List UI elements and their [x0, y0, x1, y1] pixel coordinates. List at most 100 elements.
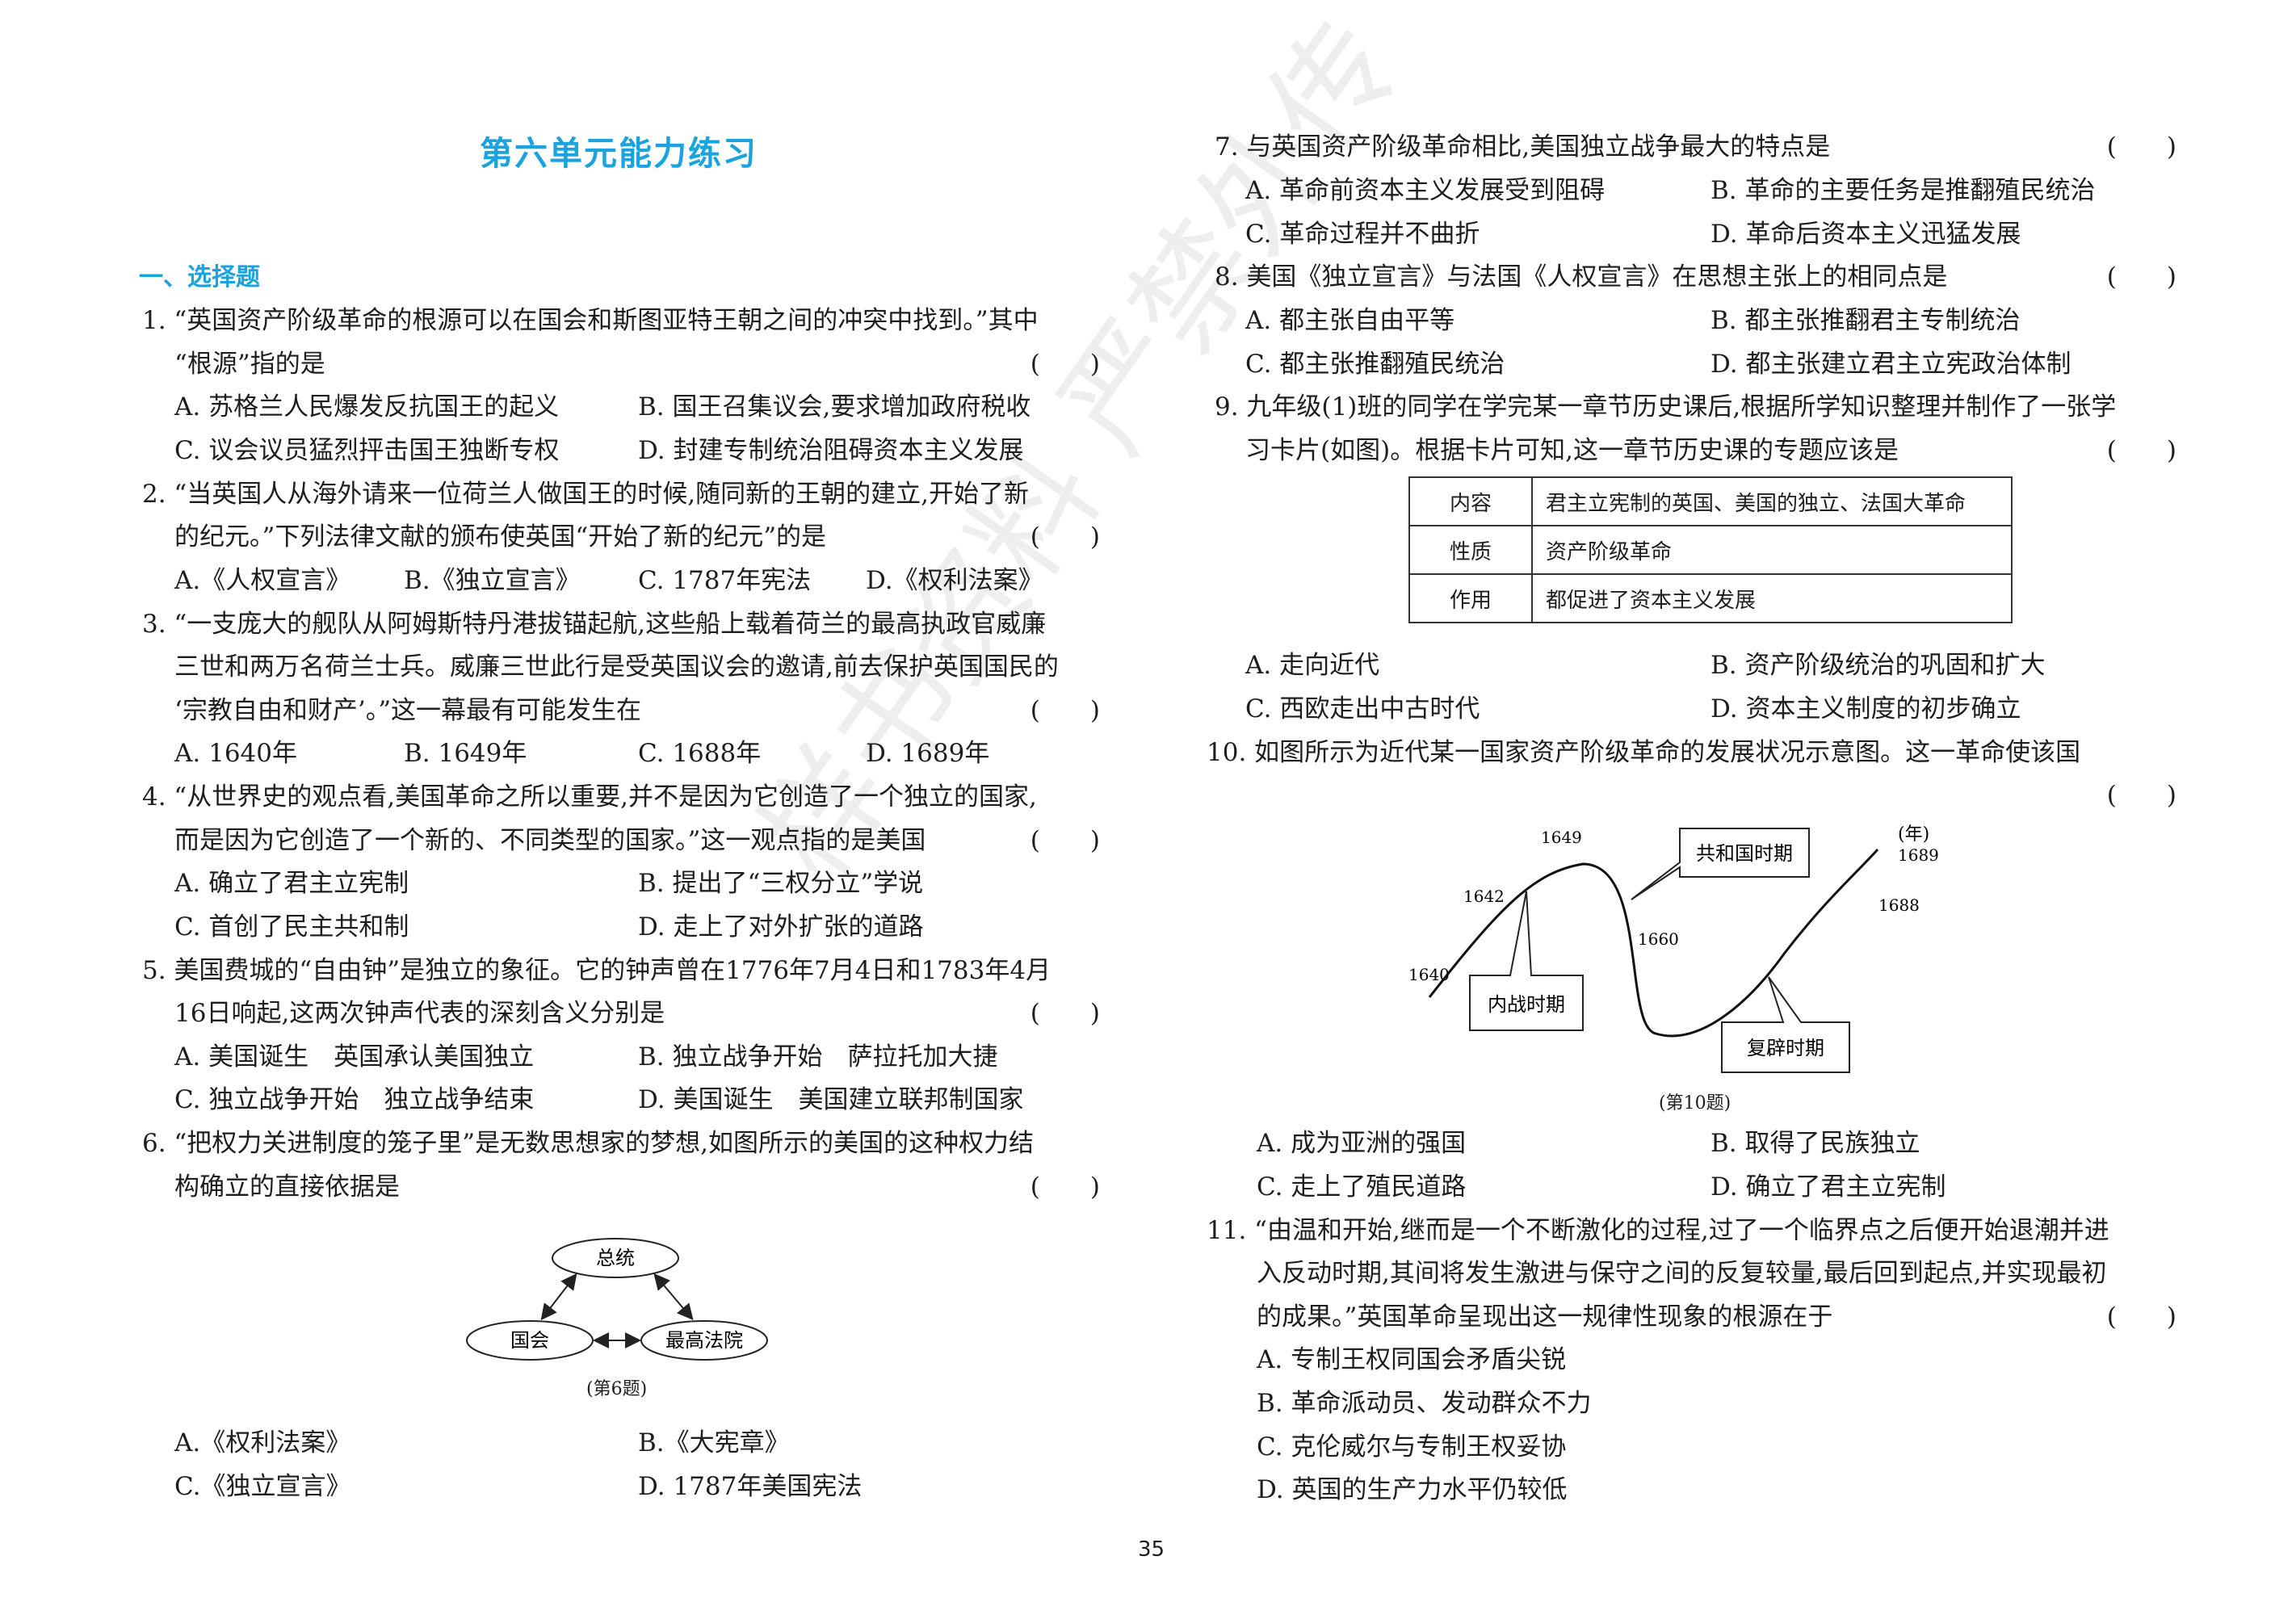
question-11-line-3: 的成果。”英国革命呈现出这一规律性现象的根源在于	[1257, 1302, 1833, 1332]
q2-option-b: B.《独立宣言》	[404, 566, 581, 595]
year-1688: 1688	[1878, 895, 1920, 915]
card-key: 性质	[1408, 525, 1533, 575]
civil-war-label: 内战时期	[1488, 993, 1565, 1016]
card-key: 作用	[1408, 573, 1533, 623]
answer-bracket-11: ( )	[2106, 1302, 2176, 1332]
commonwealth-callout	[1631, 828, 1810, 900]
question-1-line-2: “根源”指的是	[174, 350, 325, 379]
q10-option-d: D. 确立了君主立宪制	[1710, 1172, 1946, 1202]
q6-option-d: D. 1787年美国宪法	[638, 1472, 863, 1501]
question-10-line-1: 10. 如图所示为近代某一国家资产阶级革命的发展状况示意图。这一革命使该国	[1207, 738, 2081, 767]
revolution-graph: 1640 1642 1649 1660 1688 1689 (年) 共和国时期 …	[1408, 824, 1938, 1073]
question-4-line-2: 而是因为它创造了一个新的、不同类型的国家。”这一观点指的是美国	[174, 826, 926, 855]
answer-bracket-7: ( )	[2106, 132, 2176, 161]
q11-option-a: A. 专制王权同国会矛盾尖锐	[1257, 1345, 1567, 1374]
q10-option-b: B. 取得了民族独立	[1710, 1129, 1920, 1158]
q7-option-b: B. 革命的主要任务是推翻殖民统治	[1710, 176, 2096, 205]
answer-bracket-8: ( )	[2106, 262, 2176, 291]
q5-option-b: B. 独立战争开始 萨拉托加大捷	[638, 1042, 998, 1072]
card-key: 内容	[1408, 476, 1533, 526]
q4-option-d: D. 走上了对外扩张的道路	[638, 912, 924, 942]
page-number: 35	[1138, 1537, 1165, 1562]
q4-option-b: B. 提出了“三权分立”学说	[638, 869, 924, 898]
study-card-table: 内容 君主立宪制的英国、美国的独立、法国大革命 性质 资产阶级革命 作用 都促进…	[1408, 476, 2013, 623]
q4-option-c: C. 首创了民主共和制	[174, 912, 409, 942]
q6-option-a: A.《权利法案》	[174, 1428, 351, 1457]
section-heading: 一、选择题	[139, 263, 260, 291]
q9-option-d: D. 资本主义制度的初步确立	[1710, 694, 2021, 723]
arrow-president-congress	[540, 1273, 577, 1321]
q11-option-c: C. 克伦威尔与专制王权妥协	[1257, 1432, 1567, 1462]
q6-option-b: B.《大宪章》	[638, 1428, 790, 1457]
q9-option-b: B. 资产阶级统治的巩固和扩大	[1710, 651, 2046, 680]
question-5-line-1: 5. 美国费城的“自由钟”是独立的象征。它的钟声曾在1776年7月4日和1783…	[142, 956, 1051, 985]
answer-bracket-9: ( )	[2106, 436, 2176, 465]
table-row: 内容 君主立宪制的英国、美国的独立、法国大革命	[1408, 476, 2013, 526]
question-3-line-2: 三世和两万名荷兰士兵。威廉三世此行是受英国议会的邀请,前去保护英国国民的	[174, 652, 1059, 681]
q9-option-a: A. 走向近代	[1245, 651, 1380, 680]
card-value: 都促进了资本主义发展	[1531, 573, 2013, 623]
table-row: 性质 资产阶级革命	[1408, 525, 2013, 575]
restoration-callout	[1721, 976, 1850, 1073]
arrow-president-court	[653, 1273, 694, 1321]
figure-6-caption: (第6题)	[586, 1379, 648, 1399]
q8-option-b: B. 都主张推翻君主专制统治	[1710, 306, 2021, 335]
question-8-line-1: 8. 美国《独立宣言》与法国《人权宣言》在思想主张上的相同点是	[1215, 262, 1948, 291]
q1-option-a: A. 苏格兰人民爆发反抗国王的起义	[174, 392, 560, 421]
question-3-line-3: ‘宗教自由和财产’。”这一幕最有可能发生在	[174, 696, 642, 725]
figure-10-caption: (第10题)	[1659, 1093, 1731, 1113]
q8-option-d: D. 都主张建立君主立宪政治体制	[1710, 350, 2071, 379]
question-9-line-1: 9. 九年级(1)班的同学在学完某一章节历史课后,根据所学知识整理并制作了一张学	[1215, 392, 2117, 421]
answer-bracket-4: ( )	[1030, 826, 1100, 855]
president-label: 总统	[596, 1247, 635, 1269]
question-6-line-1: 6. “把权力关进制度的笼子里”是无数思想家的梦想,如图所示的美国的这种权力结	[142, 1129, 1034, 1158]
question-2-line-2: 的纪元。”下列法律文献的颁布使英国“开始了新的纪元”的是	[174, 522, 827, 551]
q5-option-d: D. 美国诞生 美国建立联邦制国家	[638, 1085, 1024, 1114]
q7-option-d: D. 革命后资本主义迅猛发展	[1710, 220, 2021, 249]
q7-option-a: A. 革命前资本主义发展受到阻碍	[1245, 176, 1606, 205]
answer-bracket-1: ( )	[1030, 350, 1100, 379]
restoration-label: 复辟时期	[1747, 1037, 1824, 1059]
supreme-court-node	[640, 1320, 768, 1361]
question-11-line-1: 11. “由温和开始,继而是一个不断激化的过程,过了一个临界点之后便开始退潮并进	[1207, 1216, 2109, 1245]
civil-war-callout	[1469, 891, 1584, 1031]
q5-option-a: A. 美国诞生 英国承认美国独立	[174, 1042, 535, 1072]
year-unit-label: (年)	[1898, 824, 1929, 845]
q9-option-c: C. 西欧走出中古时代	[1245, 694, 1480, 723]
question-4-line-1: 4. “从世界史的观点看,美国革命之所以重要,并不是因为它创造了一个独立的国家,	[142, 782, 1037, 812]
question-1-line-1: 1. “英国资产阶级革命的根源可以在国会和斯图亚特王朝之间的冲突中找到。”其中	[142, 306, 1039, 335]
q1-option-c: C. 议会议员猛烈抨击国王独断专权	[174, 436, 560, 465]
card-value: 君主立宪制的英国、美国的独立、法国大革命	[1531, 476, 2013, 526]
year-1649: 1649	[1541, 828, 1582, 847]
question-2-line-1: 2. “当英国人从海外请来一位荷兰人做国王的时候,随同新的王朝的建立,开始了新	[142, 480, 1029, 509]
page-title: 第六单元能力练习	[480, 134, 758, 173]
card-value: 资产阶级革命	[1531, 525, 2013, 575]
q3-option-c: C. 1688年	[638, 739, 762, 768]
supreme-court-label: 最高法院	[665, 1329, 743, 1352]
q10-option-c: C. 走上了殖民道路	[1257, 1172, 1467, 1202]
answer-bracket-3: ( )	[1030, 696, 1100, 725]
year-1660: 1660	[1638, 929, 1679, 949]
q8-option-a: A. 都主张自由平等	[1245, 306, 1455, 335]
answer-bracket-10: ( )	[2106, 781, 2176, 810]
question-11-line-2: 入反动时期,其间将发生激进与保守之间的反复较量,最后回到起点,并实现最初	[1257, 1259, 2107, 1288]
congress-label: 国会	[510, 1329, 549, 1352]
power-structure-diagram: 总统 国会 最高法院	[466, 1238, 768, 1361]
answer-bracket-6: ( )	[1030, 1172, 1100, 1202]
q8-option-c: C. 都主张推翻殖民统治	[1245, 350, 1505, 379]
question-3-line-1: 3. “一支庞大的舰队从阿姆斯特丹港拔锚起航,这些船上载着荷兰的最高执政官威廉	[142, 610, 1047, 639]
q2-option-d: D.《权利法案》	[866, 566, 1043, 595]
q5-option-c: C. 独立战争开始 独立战争结束	[174, 1085, 535, 1114]
question-9-line-2: 习卡片(如图)。根据卡片可知,这一章节历史课的专题应该是	[1245, 436, 1899, 465]
q11-option-b: B. 革命派动员、发动群众不力	[1257, 1389, 1592, 1418]
q7-option-c: C. 革命过程并不曲折	[1245, 220, 1480, 249]
year-1689: 1689	[1898, 845, 1938, 865]
year-1642: 1642	[1463, 887, 1505, 906]
q1-option-d: D. 封建专制统治阻碍资本主义发展	[638, 436, 1024, 465]
question-6-line-2: 构确立的直接依据是	[174, 1172, 400, 1202]
q2-option-a: A.《人权宣言》	[174, 566, 351, 595]
answer-bracket-5: ( )	[1030, 999, 1100, 1028]
president-node	[552, 1238, 679, 1278]
q3-option-b: B. 1649年	[404, 739, 527, 768]
q4-option-a: A. 确立了君主立宪制	[174, 869, 409, 898]
